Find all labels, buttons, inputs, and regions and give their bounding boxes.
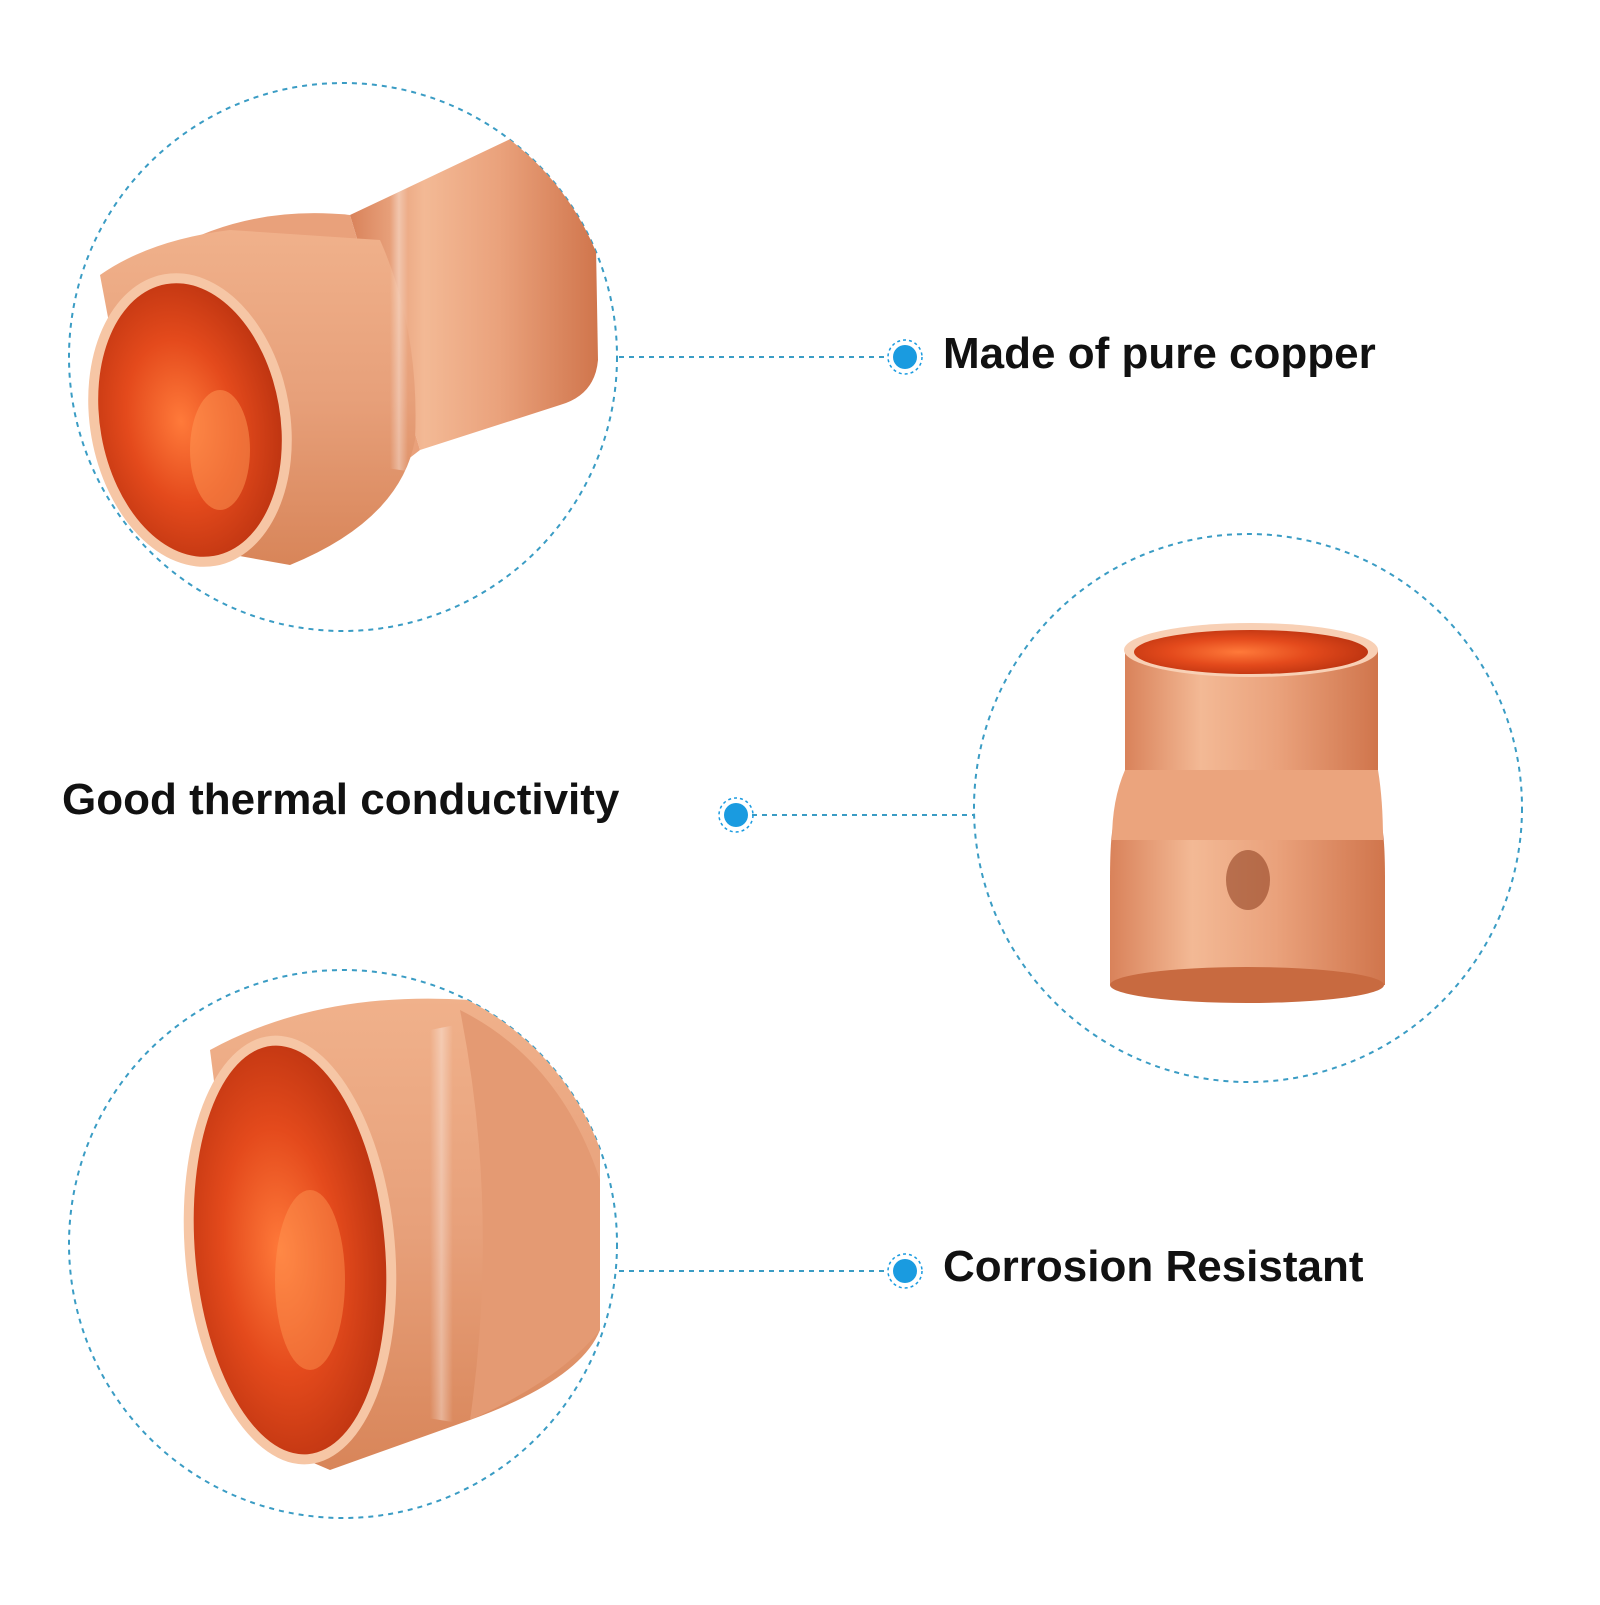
feature-label-corrosion-resistant: Corrosion Resistant	[943, 1242, 1364, 1291]
bullet-dot-icon	[887, 339, 923, 375]
copper-fitting-upright-view	[973, 533, 1523, 1083]
feature-label-pure-copper: Made of pure copper	[943, 329, 1376, 378]
copper-fitting-closeup-view	[68, 969, 618, 1519]
bullet-dot-icon	[718, 797, 754, 833]
copper-fitting-angled-view	[68, 82, 618, 632]
bullet-dot-icon	[887, 1253, 923, 1289]
feature-label-thermal-conductivity: Good thermal conductivity	[62, 775, 620, 824]
